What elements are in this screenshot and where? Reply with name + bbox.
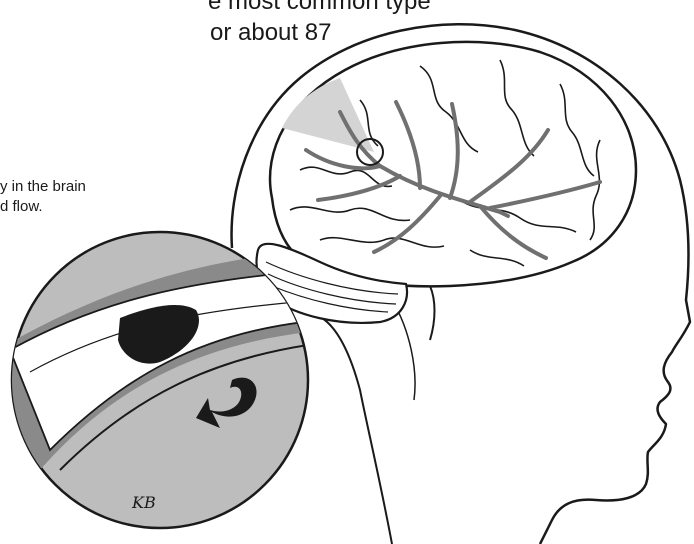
caption-line-1: y in the brain [0,178,86,196]
caption-line-2: d flow. [0,198,43,216]
title-line-1: e most common type [208,0,431,16]
artist-signature: KB [131,493,156,512]
title-line-2: or about 87 [210,19,331,47]
